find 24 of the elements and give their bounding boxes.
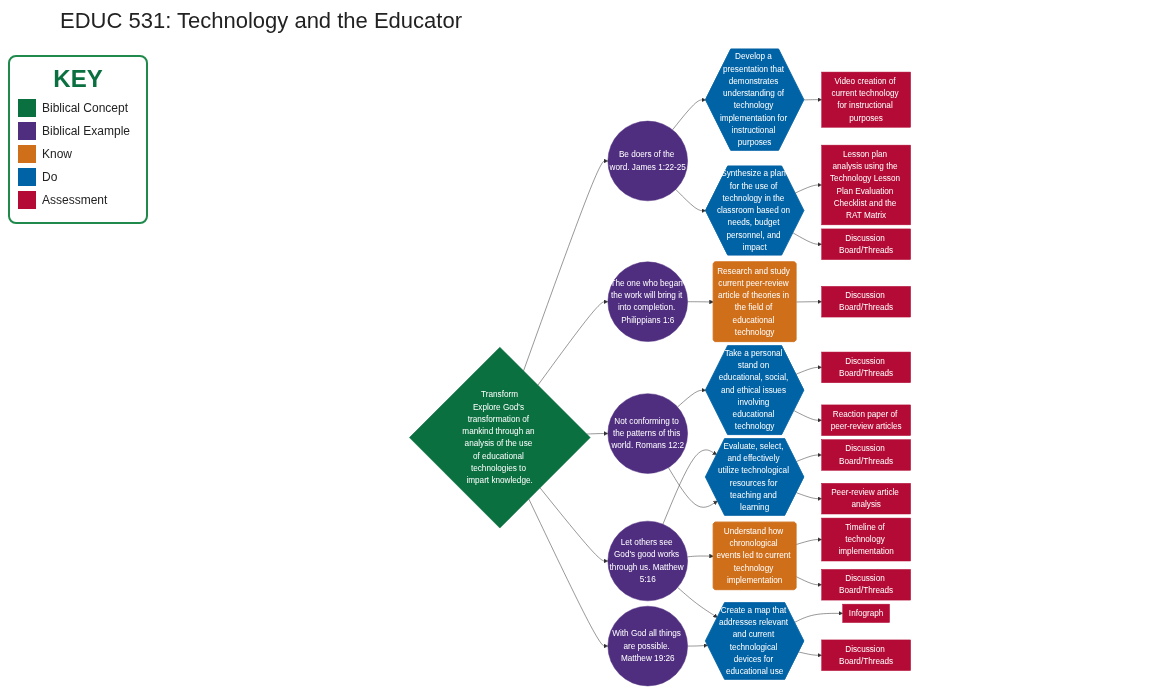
node-box: Peer-review article analysis — [821, 483, 911, 515]
node-circle: Not conforming to the patterns of this world. Romans 12:2 — [607, 393, 688, 474]
diagram-title: EDUC 531: Technology and the Educator — [60, 8, 462, 34]
node-box: Discussion Board/Threads — [821, 286, 911, 318]
node-box: Infograph — [842, 603, 890, 623]
legend-text: Biblical Example — [42, 124, 131, 138]
node-box: Reaction paper of peer-review articles — [821, 404, 911, 436]
node-circle: Be doers of the word. James 1:22-25 — [607, 120, 688, 202]
node-diamond: Transform Explore God's transformation of mankind through an analysis of the use of educational technologies to impart knowledge. — [409, 346, 591, 529]
node-circle: With God all things are possible. Matthew 19:26 — [607, 605, 688, 687]
node-box: Discussion Board/Threads — [821, 351, 911, 383]
legend-heading: KEY — [52, 65, 104, 93]
node-box: Discussion Board/Threads — [821, 439, 911, 471]
node-box: Discussion Board/Threads — [821, 228, 911, 260]
node-circle: Let others see God's good works through us. Matthew 5:16 — [607, 520, 688, 602]
legend-text: Assessment — [42, 193, 108, 207]
node-box: Lesson plan analysis using the Technology Lesson Plan Evaluation Checklist and the RAT Matrix — [821, 144, 911, 226]
legend-text: Know — [42, 147, 73, 161]
node-box: Discussion Board/Threads — [821, 639, 911, 671]
legend-text: Biblical Concept — [42, 101, 129, 115]
node-box: Discussion Board/Threads — [821, 569, 911, 601]
node-box: Timeline of technology implementation — [821, 517, 911, 562]
node-box: Video creation of current technology for instructional purposes — [821, 71, 911, 128]
legend-text: Do — [42, 170, 58, 184]
